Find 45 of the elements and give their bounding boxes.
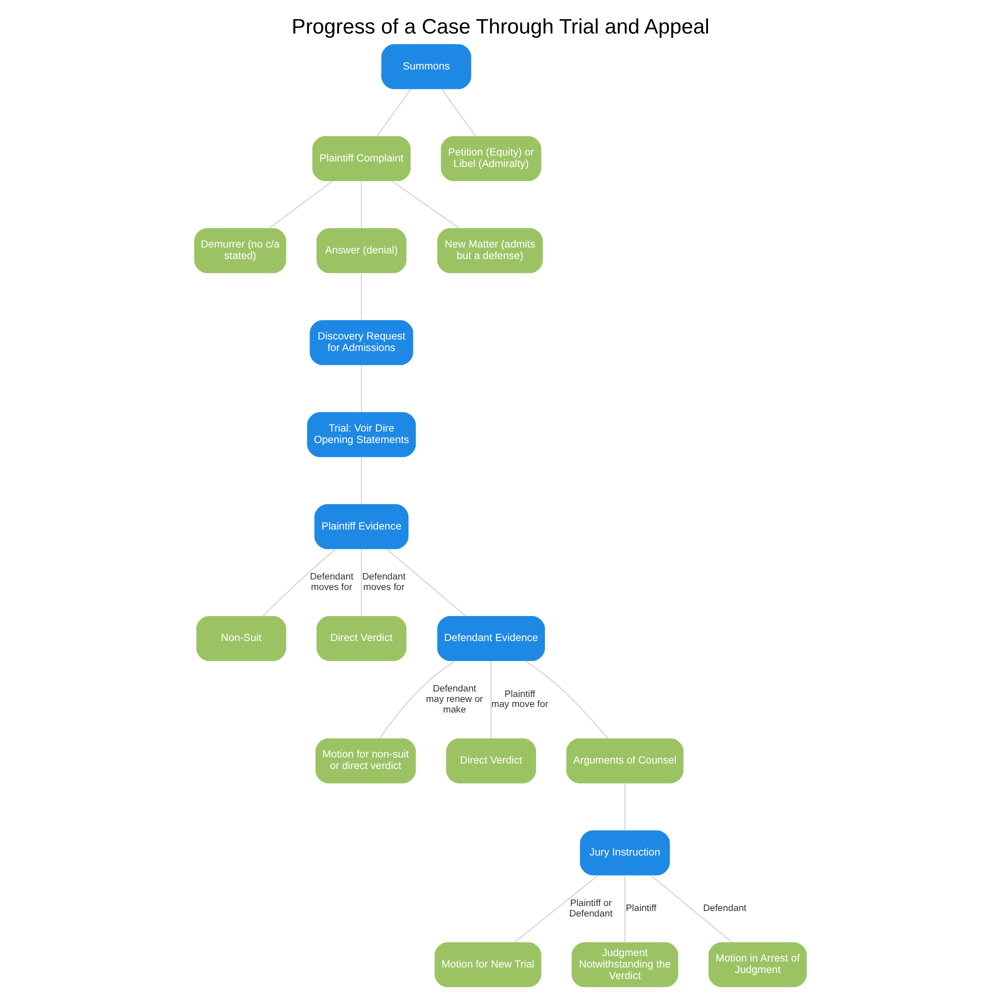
edge-label: Plaintiff or Defendant xyxy=(568,896,612,918)
edge-label: Plaintiff xyxy=(625,902,656,914)
edge-label: Defendant xyxy=(702,902,746,914)
edge-label: Defendant may renew or make xyxy=(426,682,482,714)
connector xyxy=(360,549,362,616)
connector xyxy=(376,89,410,136)
connector xyxy=(624,876,625,942)
diagram-title: Progress of a Case Through Trial and Appeal xyxy=(291,16,709,39)
node-box: Motion for New Trial xyxy=(434,942,541,988)
node-box: Judgment Notwithstanding the Verdict xyxy=(571,942,678,988)
connector xyxy=(391,180,459,228)
connector xyxy=(360,365,362,412)
connector xyxy=(490,661,492,738)
node-box: New Matter (admits but a defense) xyxy=(436,228,542,274)
node-box: Motion for non-suit or direct verdict xyxy=(314,738,416,784)
node-box: Summons xyxy=(380,44,471,90)
connector xyxy=(624,784,625,830)
node-box: Defendant Evidence xyxy=(436,616,544,661)
edge-label: Defendant moves for xyxy=(309,570,353,592)
connector xyxy=(525,660,608,739)
node-box: Direct Verdict xyxy=(446,738,536,784)
node-box: Plaintiff Complaint xyxy=(312,136,410,182)
node-box: Plaintiff Evidence xyxy=(314,504,408,550)
connector xyxy=(441,89,476,136)
connector xyxy=(268,180,332,228)
node-box: Discovery Request for Admissions xyxy=(309,320,413,366)
connector xyxy=(650,875,732,942)
node-box: Direct Verdict xyxy=(316,616,406,661)
connector xyxy=(262,548,336,616)
node-box: Motion in Arrest of Judgment xyxy=(708,942,806,988)
node-box: Demurrer (no c/a stated) xyxy=(194,228,286,274)
node-box: Non-Suit xyxy=(196,616,286,661)
connector xyxy=(360,273,362,320)
node-box: Trial: Voir Dire Opening Statements xyxy=(306,412,416,458)
edge-label: Defendant moves for xyxy=(362,570,406,592)
connector xyxy=(386,548,466,616)
connector xyxy=(379,660,454,738)
node-box: Answer (denial) xyxy=(316,228,406,274)
node-box: Petition (Equity) or Libel (Admiralty) xyxy=(440,136,541,182)
connector xyxy=(514,875,598,942)
connector xyxy=(360,181,362,228)
node-box: Arguments of Counsel xyxy=(566,738,683,784)
edge-label: Plaintiff may move for xyxy=(490,688,548,710)
node-box: Jury Instruction xyxy=(579,830,670,876)
connector xyxy=(360,457,362,504)
